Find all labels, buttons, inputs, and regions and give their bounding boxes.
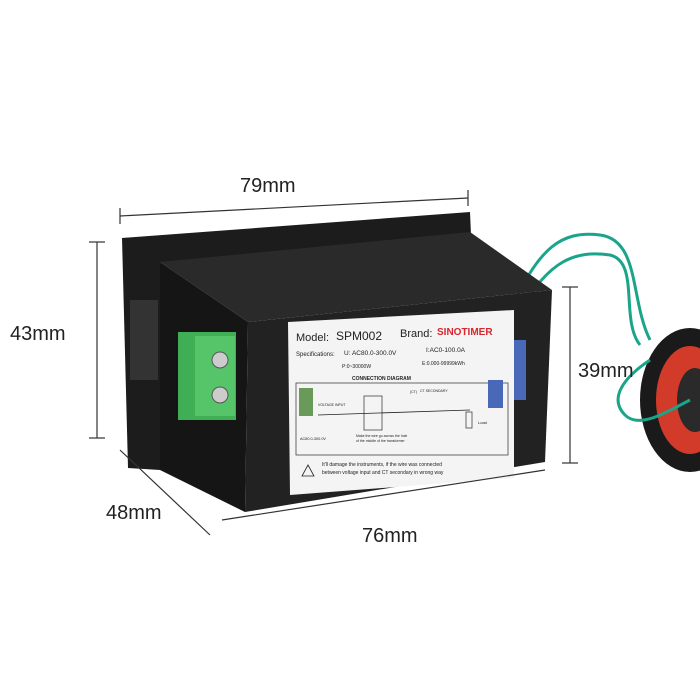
dim-line-48 [119, 449, 211, 536]
warning-line-2: between voltage input and CT secondary i… [322, 470, 444, 476]
dim-label-79: 79mm [240, 175, 296, 197]
diagram-load-label: Load [478, 420, 487, 425]
label-current: I:AC0-100.0A [426, 347, 466, 354]
voltage-input-terminal [178, 332, 236, 420]
diagram-ct: (CT) [410, 390, 417, 394]
dim-line-76 [221, 469, 546, 521]
wire-note-1: Make the wire go across the hole [356, 434, 407, 438]
mounting-clip [130, 300, 158, 380]
dimension-lines [89, 190, 578, 536]
diagram-load [465, 411, 473, 429]
current-transformer-coil [640, 328, 700, 472]
label-voltage: U: AC80.0-300.0V [344, 350, 397, 357]
label-brand: SINOTIMER [437, 327, 493, 338]
warning-line-1: It'll damage the instruments, if the wir… [322, 462, 442, 468]
diagram-voltage-terminal [299, 388, 313, 416]
diagram-title: CONNECTION DIAGRAM [352, 376, 411, 382]
dim-line-79 [119, 197, 469, 217]
dim-label-39: 39mm [578, 360, 634, 382]
warning-icon [301, 464, 315, 477]
label-model: SPM002 [336, 329, 382, 343]
label-power: P:0~30000W [342, 364, 371, 370]
dim-label-48: 48mm [106, 502, 162, 524]
dim-label-43: 43mm [10, 323, 66, 345]
spec-label [288, 310, 514, 495]
wire-note-2: of the middle of the transformer [356, 439, 405, 443]
label-energy: E:0.000-99999kWh [422, 361, 465, 367]
diagram-ct-terminal [488, 380, 503, 408]
diagram-ct-secondary: CT SECONDARY [420, 389, 448, 393]
diagram-voltage-range: AC80.0-300.0V [300, 437, 326, 441]
dim-label-76: 76mm [362, 525, 418, 547]
diagram-voltage-input: VOLTAGE INPUT [318, 403, 346, 407]
label-spec-prefix: Specifications: [296, 352, 335, 358]
body-top [160, 232, 552, 322]
ct-wires [513, 232, 691, 422]
connection-diagram [295, 382, 509, 456]
label-brand-prefix: Brand: [400, 328, 432, 340]
label-model-prefix: Model: [296, 332, 329, 344]
